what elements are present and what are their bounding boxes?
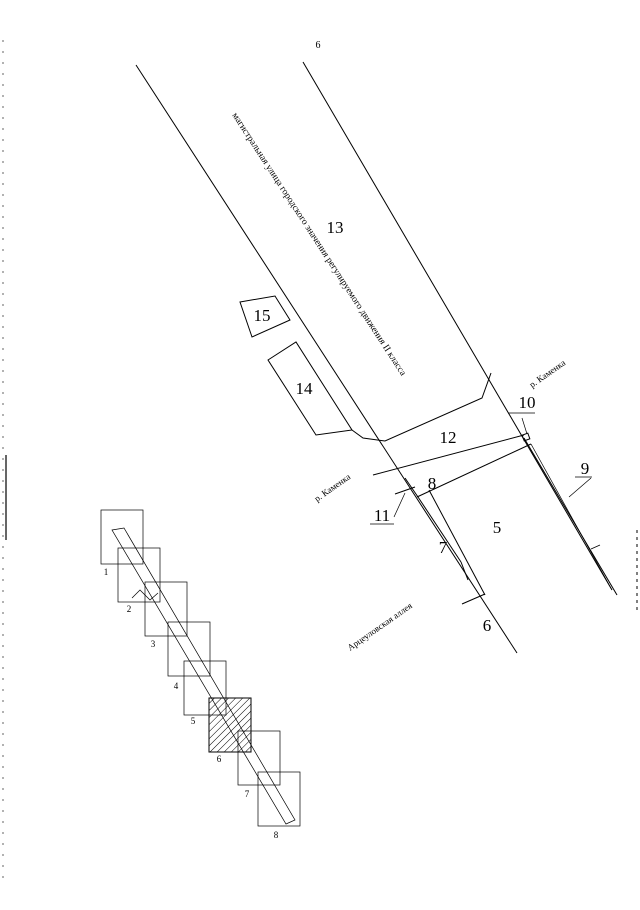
parcel-8-label: 8 — [428, 474, 437, 493]
sheet-index-map: 1 2 3 4 5 6 7 8 — [100, 509, 301, 840]
index-corridor — [111, 527, 296, 825]
parcel-6-label: 6 — [483, 616, 492, 635]
parcel-7-8-strip — [394, 477, 486, 605]
index-sheet-label: 6 — [217, 754, 222, 764]
scan-edge-left — [2, 40, 7, 880]
river-label-left: р. Каменка — [312, 472, 352, 504]
river-label-right: р. Каменка — [527, 358, 567, 390]
river-line-top — [372, 434, 525, 476]
index-sheet-frame — [117, 547, 161, 603]
street-label: магистральная улица городского значения … — [229, 111, 408, 378]
index-sheet-current — [208, 697, 252, 753]
parcel-7-label: 7 — [439, 538, 448, 557]
index-sheet-frame — [237, 730, 281, 786]
page-number: 6 — [316, 40, 321, 51]
leader-10 — [521, 417, 528, 435]
parcel-11-label: 11 — [374, 506, 390, 525]
index-sheet-label: 5 — [191, 716, 196, 726]
parcel-14-label: 14 — [296, 379, 314, 398]
parcel-15-outline — [239, 295, 291, 338]
index-sheet-frame — [167, 621, 211, 677]
index-sheet-label: 2 — [127, 604, 132, 614]
parcel-10-outline — [521, 432, 531, 442]
parcel-9-label: 9 — [581, 459, 590, 478]
carriageway-edge — [351, 372, 492, 442]
leader-9 — [568, 477, 592, 498]
index-sheet-label: 8 — [274, 830, 279, 840]
alley-label: Арцеуловская аллея — [345, 600, 414, 652]
parcel-14-outline — [267, 341, 353, 436]
parcel-9-strip — [530, 443, 613, 591]
index-sheet-frame — [144, 581, 188, 637]
street-boundaries — [135, 61, 618, 654]
river-line-bottom — [416, 443, 532, 498]
index-sheet-label: 7 — [245, 789, 250, 799]
index-sheet-frame — [183, 660, 227, 716]
index-sheet-frame — [100, 509, 144, 565]
index-sheet-frame — [257, 771, 301, 827]
parcel-13-label: 13 — [327, 218, 344, 237]
parcel-12-label: 12 — [440, 428, 457, 447]
index-corridor-notch — [131, 589, 159, 601]
index-sheet-label: 1 — [104, 567, 109, 577]
leader-11 — [393, 492, 406, 518]
index-sheet-label: 3 — [151, 639, 156, 649]
parcel-5-label: 5 — [493, 518, 502, 537]
parcel-15-label: 15 — [254, 306, 271, 325]
parcel-10-label: 10 — [519, 393, 536, 412]
index-sheet-label: 4 — [174, 681, 179, 691]
